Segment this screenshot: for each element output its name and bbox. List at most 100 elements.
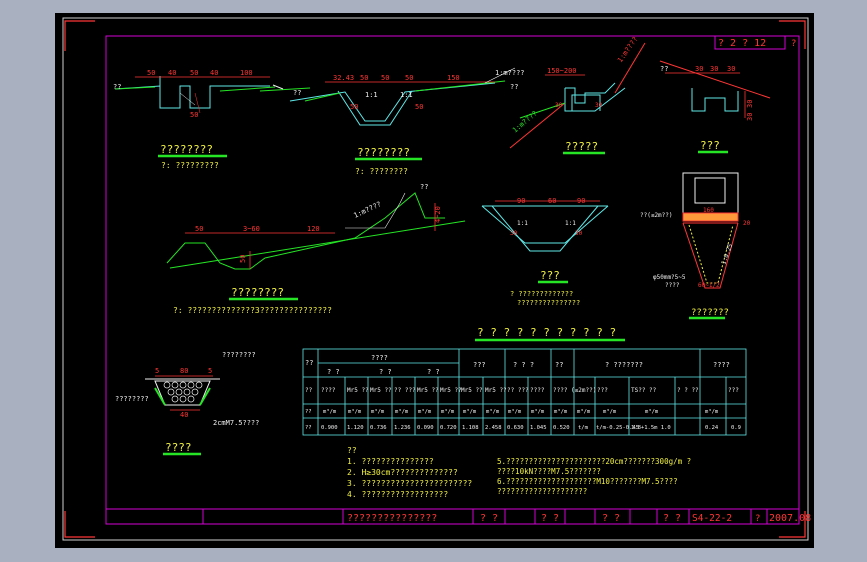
s8-label-3: 2cmM7.5????: [213, 419, 259, 427]
s6-dim-2: 60: [548, 197, 556, 205]
s2-label-6: ??: [510, 83, 518, 91]
tu-10: m³/m: [531, 408, 545, 415]
note-6b: ????????????????????: [497, 487, 587, 496]
s8-dim-3: 5: [208, 367, 212, 375]
s2-label-2: 1:1: [400, 91, 413, 99]
th1-5: ? ???????: [605, 361, 643, 369]
tv-11: 0.520: [553, 425, 570, 431]
th3-8: Mr5 ??: [485, 387, 507, 394]
table-grid: [302, 348, 747, 436]
th3-2: Mr5 ??: [347, 387, 369, 394]
sheet-number: ? 2 ? 12: [718, 38, 766, 49]
s8-dim-4: 40: [180, 411, 188, 419]
s6-title: ???: [540, 269, 560, 282]
titleblock-cell-1: ? ?: [480, 513, 498, 524]
s4-label-2: 30: [746, 113, 754, 121]
tv-9: 0.630: [507, 425, 524, 431]
tv-14: 1.8+1.5m 1.0: [631, 425, 671, 431]
s3-dim-1: 150~200: [547, 67, 577, 75]
section-8-drawing: [145, 375, 220, 411]
tv-5: 0.090: [417, 425, 434, 431]
th3-7: Mr5 ??: [461, 387, 483, 394]
s6-note-1: ? ?????????????: [510, 290, 573, 298]
note-1: 1. ???????????????: [347, 457, 434, 466]
tv-8: 2.458: [485, 425, 502, 431]
note-2: 2. H≥30cm??????????????: [347, 468, 458, 477]
s2-label-1: 1:1: [365, 91, 378, 99]
section-2-drawing: [289, 67, 516, 126]
s1-label-1: ??: [113, 83, 121, 91]
tu-2: m³/m: [348, 408, 362, 415]
s4-dim-3: 30: [727, 65, 735, 73]
sheet-number-q: ?: [791, 39, 796, 49]
s3-label-3: 30: [555, 102, 563, 109]
s5-label-3: 4~20: [434, 206, 442, 223]
s1-note: ?: ?????????: [161, 161, 219, 170]
s2-note: ?: ????????: [355, 167, 408, 176]
s2-dim-2: 50: [360, 74, 368, 82]
s2-title: ????????: [357, 146, 410, 159]
s8-dim-2: 80: [180, 367, 188, 375]
section-1-drawing: [114, 76, 311, 114]
s7-label-6: 1:0.25: [720, 243, 734, 266]
s7-label-1: ??(≤2m??): [640, 212, 673, 219]
drawing-date: 2007.08: [769, 513, 811, 524]
titleblock-cell-4: ? ?: [663, 513, 681, 524]
tv-13: t/m-0.25-0.45: [596, 425, 639, 431]
s5-dim-2: 3~60: [243, 225, 260, 233]
tu-11: m³/m: [554, 408, 568, 415]
s7-label-5: 60~1/2: [698, 282, 720, 289]
titleblock-cell-3: ? ?: [602, 513, 620, 524]
s8-label-1: ????????: [222, 351, 256, 359]
s5-dim-1: 50: [195, 225, 203, 233]
s4-dim-2: 30: [710, 65, 718, 73]
s2-label-4: 50: [415, 103, 423, 111]
s8-title: ????: [165, 441, 192, 454]
s6-label-2: 30: [575, 230, 583, 237]
th3-4: ?? ???: [394, 387, 416, 394]
tv-10: 1.045: [530, 425, 547, 431]
s6-dim-3: 90: [577, 197, 585, 205]
tv-6: 0.720: [440, 425, 457, 431]
note-3: 3. ???????????????????????: [347, 479, 472, 488]
table-units: ?? m³/m m³/m m³/m m³/m m³/m m³/m m³/m m³…: [305, 408, 719, 415]
s2-dim-3: 50: [381, 74, 389, 82]
th3-3: Mr5 ??: [370, 387, 392, 394]
s3-label-2: 1:m????: [511, 109, 539, 134]
s2-label-5: 1:m????: [495, 69, 525, 77]
th3-9: ?? ???: [507, 387, 529, 394]
tu-5: m³/m: [418, 408, 432, 415]
s5-title: ????????: [231, 286, 284, 299]
tu-9: m³/m: [508, 408, 522, 415]
outer-frame: [62, 17, 809, 541]
title-block: [106, 508, 799, 524]
s1-dim-4: 40: [210, 69, 218, 77]
s2-dim-5: 150: [447, 74, 460, 82]
titleblock-cell-2: ? ?: [541, 513, 559, 524]
table-header-1: ?? ???? ??? ? ? ? ?? ? ??????? ????: [305, 354, 730, 369]
th3-15: ???: [728, 387, 739, 394]
table-title: ? ? ? ? ? ? ? ? ? ? ?: [477, 326, 616, 339]
th1-3: ? ? ?: [513, 361, 534, 369]
note-6a: 6.????????????????????M10???????M7.5????: [497, 477, 678, 486]
corner-marks: [64, 20, 806, 538]
th2-2: ? ?: [427, 368, 440, 376]
th1-0: ??: [305, 359, 313, 367]
drawing-number: S4-22-2: [692, 513, 732, 524]
s3-title: ?????: [565, 140, 598, 153]
s2-dim-4: 50: [405, 74, 413, 82]
tu-4: m³/m: [395, 408, 409, 415]
th3-1: ????: [321, 387, 336, 394]
s6-label-1: 30: [510, 230, 518, 237]
s6-label-4: 1:1: [565, 220, 576, 227]
notes-head: ??: [347, 446, 357, 455]
th3-11: ???? (≤2m??): [553, 387, 596, 394]
tv-12: t/m: [578, 425, 589, 431]
note-5a: 5.??????????????????????20cm???????300g/…: [497, 457, 691, 466]
tv-15: 0.24: [705, 425, 719, 431]
s6-label-3: 1:1: [517, 220, 528, 227]
tv-16: 0.9: [731, 425, 741, 431]
th1-4: ??: [555, 361, 563, 369]
s7-title: ???????: [691, 308, 729, 318]
s2-dim-1: 32.43: [333, 74, 354, 82]
